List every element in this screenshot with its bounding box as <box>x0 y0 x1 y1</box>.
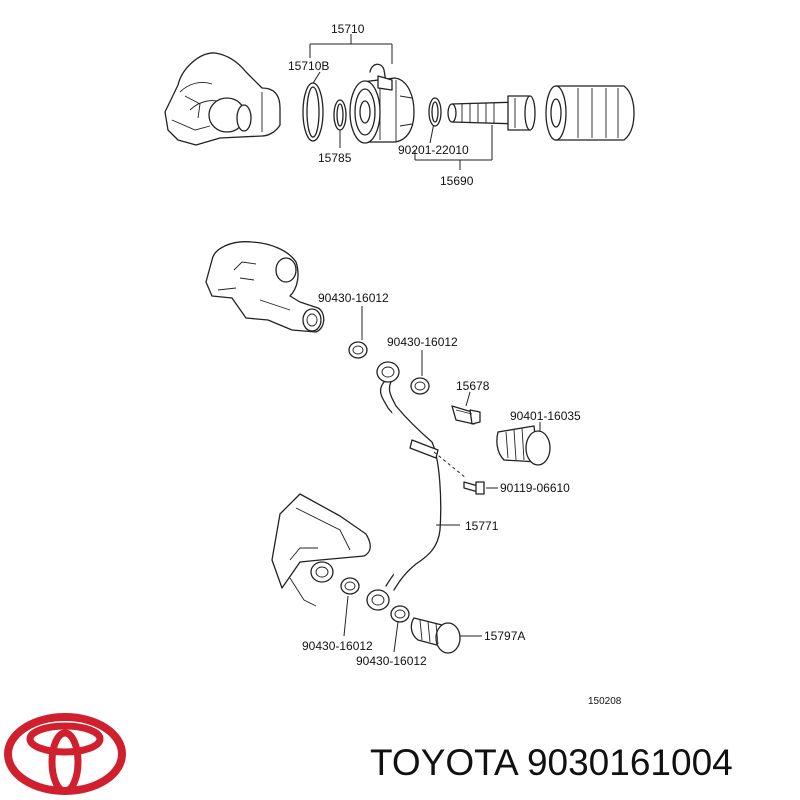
label-90430-16012-a: 90430-16012 <box>318 291 389 305</box>
bolt-90119 <box>463 481 485 495</box>
footer-caption: TOYOTA 9030161004 <box>370 738 790 788</box>
brand-name: TOYOTA <box>370 742 517 783</box>
gasket-90430-d <box>390 605 410 623</box>
union-bolt-90401 <box>496 425 551 466</box>
label-15690: 15690 <box>440 174 474 188</box>
oil-cooler-15710 <box>349 63 415 144</box>
engine-block-lower <box>271 493 371 607</box>
label-15678: 15678 <box>456 379 490 393</box>
o-ring-90201 <box>428 97 442 127</box>
oil-pipe-15771 <box>366 361 442 611</box>
label-15797a: 15797A <box>484 629 525 643</box>
label-15710b: 15710B <box>288 59 329 73</box>
engine-block-top <box>164 52 281 146</box>
label-15771: 15771 <box>465 519 499 533</box>
toyota-logo <box>4 713 126 795</box>
ring-15785 <box>333 99 347 131</box>
gasket-90430-a <box>348 341 368 359</box>
label-90201-22010: 90201-22010 <box>398 143 469 157</box>
gasket-90430-c <box>340 577 360 595</box>
label-15710: 15710 <box>331 22 365 36</box>
label-90430-16012-d: 90430-16012 <box>356 654 427 668</box>
gasket-90430-b <box>410 377 430 395</box>
label-15785: 15785 <box>318 151 352 165</box>
o-ring-15710b <box>302 82 324 142</box>
label-90119-06610: 90119-06610 <box>500 481 570 495</box>
part-number: 9030161004 <box>526 742 733 783</box>
oil-filter <box>545 85 635 141</box>
turbo-housing <box>205 241 325 333</box>
union-bolt-15690 <box>447 95 536 131</box>
label-90430-16012-c: 90430-16012 <box>302 639 373 653</box>
figure-code: 150208 <box>588 696 622 707</box>
leaders-middle <box>343 306 541 653</box>
sensor-15678 <box>451 405 481 425</box>
label-90430-16012-b: 90430-16012 <box>387 335 458 349</box>
leader-15710 <box>309 34 493 170</box>
label-90401-16035: 90401-16035 <box>510 409 581 423</box>
union-bolt-15797a <box>410 617 461 654</box>
